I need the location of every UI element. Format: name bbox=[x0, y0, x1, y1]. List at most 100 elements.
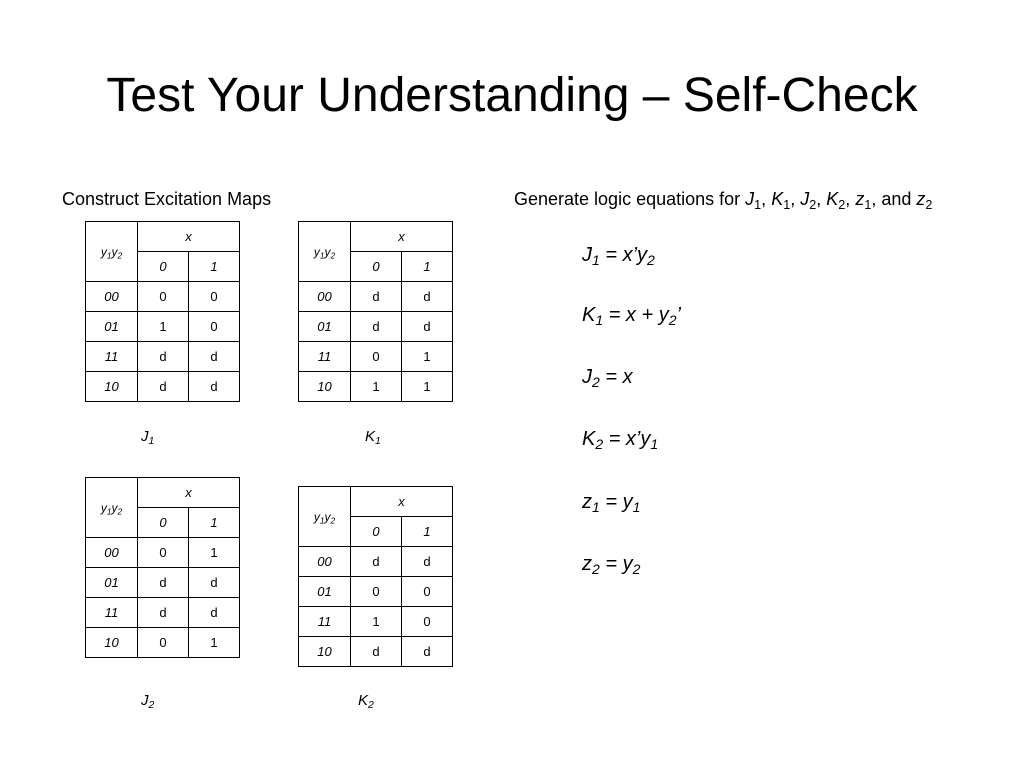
equation-lhs: J bbox=[582, 366, 592, 388]
kmap-cell: 0 bbox=[401, 576, 453, 607]
equation-z1: z1 = y1 bbox=[582, 489, 640, 515]
kmap-col-header: 1 bbox=[401, 251, 453, 282]
kmap-row-label: 11 bbox=[298, 341, 351, 372]
kmap-row-label: 11 bbox=[85, 341, 138, 372]
kmap-cell: 1 bbox=[401, 371, 453, 402]
kmap-x-header: x bbox=[137, 477, 240, 508]
equation-lhs-sub: 1 bbox=[592, 252, 600, 269]
kmap-label-base: K bbox=[365, 428, 376, 445]
kmap-x-header: x bbox=[350, 486, 453, 517]
left-heading: Construct Excitation Maps bbox=[62, 189, 272, 209]
kmap-cell: 1 bbox=[137, 311, 189, 342]
slide-title: Test Your Understanding – Self-Check bbox=[106, 69, 918, 122]
kmap-label-sub: 1 bbox=[375, 435, 381, 448]
kmap-cell: 0 bbox=[137, 627, 189, 658]
equation-lhs-sub: 1 bbox=[595, 312, 604, 329]
equation-lhs: K bbox=[582, 304, 596, 326]
equation-rhs-suffix: ’ bbox=[676, 304, 681, 326]
kmap-cell: 1 bbox=[188, 627, 240, 658]
equation-lhs: z bbox=[582, 491, 592, 513]
y1-sub: 1 bbox=[106, 250, 112, 261]
kmap-cell: 0 bbox=[350, 576, 402, 607]
kmap-cell: d bbox=[350, 281, 402, 312]
kmap-corner-label: y1y2 bbox=[85, 477, 138, 538]
kmap-cell: 1 bbox=[188, 537, 240, 568]
equation-rhs-sub: 2 bbox=[668, 312, 677, 329]
y2-sub: 2 bbox=[117, 250, 123, 261]
kmap-cell: d bbox=[401, 546, 453, 577]
kmap-row-label: 10 bbox=[85, 371, 138, 402]
kmap-cell: d bbox=[137, 371, 189, 402]
kmap-cell: d bbox=[188, 341, 240, 372]
kmap-row-label: 10 bbox=[85, 627, 138, 658]
y1-var: y bbox=[313, 244, 320, 259]
equation-rhs: = x + y bbox=[603, 304, 669, 326]
kmap-cell: d bbox=[350, 311, 402, 342]
y1-sub: 1 bbox=[319, 250, 325, 261]
kmap-corner-label: y1y2 bbox=[85, 221, 138, 282]
y1-var: y bbox=[313, 509, 320, 524]
kmap-col-header: 1 bbox=[401, 516, 453, 547]
right-heading: Generate logic equations for J1, K1, J2,… bbox=[514, 189, 933, 212]
equation-rhs: = x’y bbox=[599, 244, 648, 266]
kmap-cell: d bbox=[401, 281, 453, 312]
kmap-row-label: 01 bbox=[298, 576, 351, 607]
y2-var: y bbox=[324, 244, 331, 259]
equation-rhs: = y bbox=[599, 491, 633, 513]
kmap-cell: d bbox=[401, 311, 453, 342]
kmap-col-header: 0 bbox=[350, 516, 402, 547]
kmap-row-label: 00 bbox=[298, 546, 351, 577]
y1-sub: 1 bbox=[319, 515, 325, 526]
kmap-row-label: 00 bbox=[85, 281, 138, 312]
y2-var: y bbox=[111, 244, 118, 259]
kmap-col-header: 0 bbox=[137, 507, 189, 538]
y1-var: y bbox=[100, 244, 107, 259]
y1-var: y bbox=[100, 500, 107, 515]
kmap-cell: d bbox=[137, 567, 189, 598]
kmap-label-j2: J2 bbox=[141, 692, 154, 710]
kmap-col-header: 1 bbox=[188, 251, 240, 282]
kmap-label-k2: K2 bbox=[358, 692, 374, 712]
equation-lhs-sub: 2 bbox=[595, 436, 604, 453]
kmap-cell: d bbox=[188, 597, 240, 628]
equation-lhs-sub: 1 bbox=[592, 499, 600, 516]
kmap-cell: d bbox=[137, 341, 189, 372]
kmap-row-label: 00 bbox=[298, 281, 351, 312]
kmap-cell: 0 bbox=[401, 606, 453, 637]
equation-lhs-sub: 2 bbox=[592, 561, 600, 578]
kmap-cell: 0 bbox=[188, 311, 240, 342]
equation-k1: K1 = x + y2’ bbox=[582, 302, 681, 328]
kmap-cell: d bbox=[188, 567, 240, 598]
kmap-row-label: 10 bbox=[298, 371, 351, 402]
kmap-row-label: 00 bbox=[85, 537, 138, 568]
kmap-x-header: x bbox=[137, 221, 240, 252]
kmap-row-label: 10 bbox=[298, 636, 351, 667]
y2-sub: 2 bbox=[330, 250, 336, 261]
kmap-label-base: K bbox=[358, 692, 369, 709]
kmap-cell: 0 bbox=[350, 341, 402, 372]
kmap-col-header: 1 bbox=[188, 507, 240, 538]
equation-rhs: = y bbox=[599, 553, 633, 575]
equation-lhs-sub: 2 bbox=[592, 374, 600, 391]
kmap-cell: d bbox=[350, 636, 402, 667]
kmap-cell: 0 bbox=[137, 281, 189, 312]
kmap-label-sub: 2 bbox=[368, 699, 374, 712]
kmap-label-base: J bbox=[141, 428, 149, 445]
kmap-label-k1: K1 bbox=[365, 428, 381, 448]
equation-z2: z2 = y2 bbox=[582, 551, 640, 577]
y2-var: y bbox=[324, 509, 331, 524]
equation-rhs-sub: 2 bbox=[632, 561, 641, 578]
